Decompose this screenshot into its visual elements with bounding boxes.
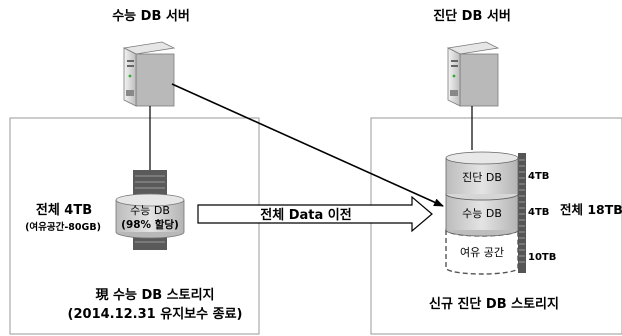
- migration-label: 전체 Data 이전: [260, 207, 351, 223]
- segment-size-csat: 4TB: [528, 207, 549, 218]
- old-disk-label: 수능 DB: [130, 204, 170, 217]
- old-storage-total: 전체 4TB: [36, 202, 92, 218]
- old-disk-allocation: (98% 할당): [121, 218, 179, 231]
- old-storage-box: [9, 117, 260, 335]
- new-storage-caption: 신규 진단 DB 스토리지: [429, 296, 559, 312]
- segment-label-free: 여유 공간: [460, 246, 504, 259]
- new-storage-total: 전체 18TB: [560, 202, 622, 217]
- left-server-icon: [122, 41, 176, 107]
- migration-arrow: [197, 195, 433, 233]
- right-server-label: 진단 DB 서버: [433, 8, 511, 24]
- right-server-icon: [446, 41, 500, 107]
- old-storage-maintenance-note: (2014.12.31 유지보수 종료): [68, 307, 243, 322]
- old-storage-caption: 現 수능 DB 스토리지: [95, 287, 214, 303]
- new-storage-box: [370, 117, 622, 335]
- server-to-new-storage-arrow: [171, 83, 444, 207]
- old-storage-free: (여유공간-80GB): [25, 221, 101, 233]
- segment-size-diag: 4TB: [528, 171, 549, 182]
- segment-label-csat: 수능 DB: [462, 207, 502, 220]
- left-server-label: 수능 DB 서버: [112, 8, 190, 24]
- segment-size-free: 10TB: [528, 252, 556, 263]
- segment-label-diag: 진단 DB: [462, 171, 502, 184]
- new-storage-device: [445, 151, 526, 275]
- old-storage-device: [115, 170, 185, 250]
